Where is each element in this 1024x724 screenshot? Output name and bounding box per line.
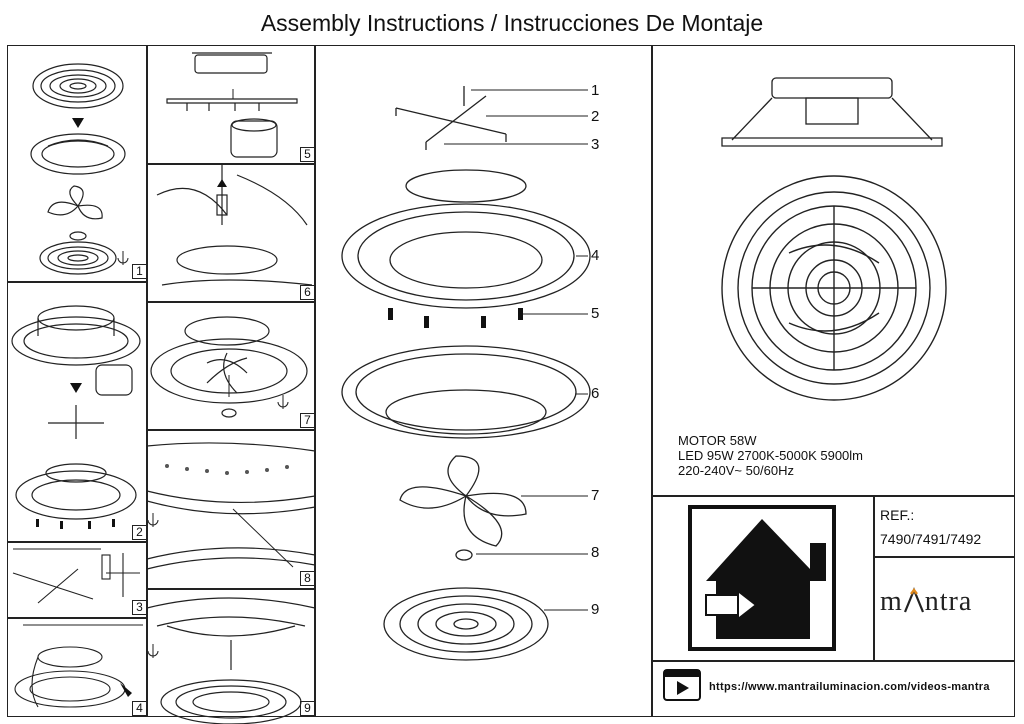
part-number-1: 1 [591,82,600,99]
reference-codes: 7490/7491/7492 [880,531,982,547]
divider [651,495,1015,497]
divider [651,660,1015,662]
spec-led: LED 95W 2700K-5000K 5900lm [678,448,864,463]
instruction-sheet-frame [7,45,1015,717]
exploded-parts-diagram [341,86,591,661]
divider [7,541,147,543]
part-number-3: 3 [591,136,600,153]
divider [7,281,147,283]
step6-illustration [156,165,313,286]
step1-illustration [30,63,129,275]
divider [146,45,148,717]
brand-logo-caret [903,587,925,613]
spec-motor: MOTOR 58W [678,433,757,448]
step-number-3: 3 [132,600,147,615]
assembled-side-view [721,77,943,147]
video-icon [663,669,701,701]
part-number-7: 7 [591,487,600,504]
step-number-5: 5 [300,147,315,162]
step9-illustration [146,597,316,724]
brand-logo-text-end: ntra [924,586,973,617]
brand-logo-text-start: m [880,586,903,617]
divider [146,429,315,431]
part-number-2: 2 [591,108,600,125]
part-number-9: 9 [591,601,600,618]
step3-illustration [12,548,140,604]
step-number-1: 1 [132,264,147,279]
step8-illustration [146,442,316,570]
divider [651,45,653,717]
step5-illustration [166,52,298,158]
part-number-6: 6 [591,385,600,402]
step-number-7: 7 [300,413,315,428]
step-number-6: 6 [300,285,315,300]
divider [873,495,875,660]
document-title: Assembly Instructions / Instrucciones De… [260,10,764,36]
step-number-2: 2 [132,525,147,540]
part-number-8: 8 [591,544,600,561]
part-number-5: 5 [591,305,600,322]
divider [146,301,315,303]
video-link[interactable]: https://www.mantrailuminacion.com/videos… [709,681,990,693]
divider [7,617,147,619]
reference-block: REF.: 7490/7491/7492 [880,503,981,551]
step-number-4: 4 [132,701,147,716]
reference-label: REF.: [880,507,915,523]
product-specs: MOTOR 58W LED 95W 2700K-5000K 5900lm 220… [678,433,863,478]
indoor-use-house-icon [688,505,836,651]
divider [146,588,315,590]
step4-illustration [14,624,143,708]
assembled-top-view [721,175,947,401]
part-number-4: 4 [591,247,600,264]
divider [873,556,1015,558]
step-number-8: 8 [300,571,315,586]
divider [314,45,316,717]
spec-voltage: 220-240V~ 50/60Hz [678,463,795,478]
step2-illustration [11,305,141,529]
step7-illustration [150,316,308,418]
divider [146,163,315,165]
step-number-9: 9 [300,701,315,716]
